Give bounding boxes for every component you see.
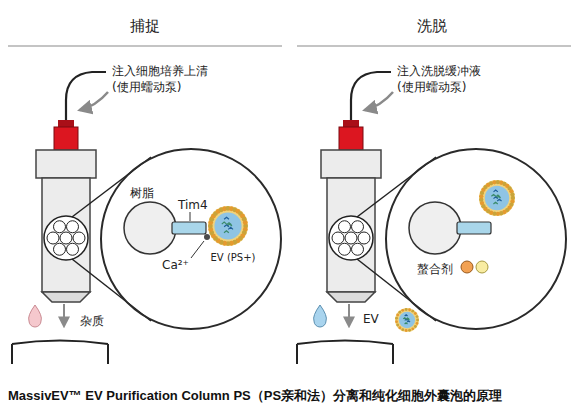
caption: MassivEV™ EV Purification Column PS（PS亲和… bbox=[8, 388, 502, 405]
waste-label: 杂质 bbox=[80, 314, 104, 330]
tim4-label: Tim4 bbox=[178, 198, 208, 214]
panel-heading: 捕捉 bbox=[0, 17, 290, 37]
inlet-label: 注入细胞培养上清 (使用蠕动泵) bbox=[112, 64, 216, 95]
ev-icon bbox=[208, 206, 248, 246]
capture-panel bbox=[8, 46, 282, 364]
ev-label: EV (PS+) bbox=[210, 252, 256, 264]
resin-label: 树脂 bbox=[130, 186, 154, 202]
chelator-label: 螯合剂 bbox=[417, 262, 453, 278]
magnified-view: 螯合剂 bbox=[385, 148, 567, 330]
eluate-label: EV bbox=[363, 312, 379, 328]
panel-heading: 洗脱 bbox=[285, 17, 579, 37]
elution-panel bbox=[297, 46, 571, 364]
inlet-label: 注入洗脱缓冲液 (使用蠕动泵) bbox=[397, 64, 501, 95]
ev-icon bbox=[395, 308, 419, 332]
calcium-label: Ca²⁺ bbox=[162, 258, 189, 274]
ev-icon bbox=[479, 180, 515, 216]
capture-panel: 捕捉树脂 Tim4Ca²⁺ EV (PS+) bbox=[0, 0, 290, 372]
magnified-view: 树脂 Tim4Ca²⁺ EV (PS+) bbox=[100, 148, 282, 330]
elution-panel: 洗脱螯合剂 bbox=[285, 0, 579, 372]
